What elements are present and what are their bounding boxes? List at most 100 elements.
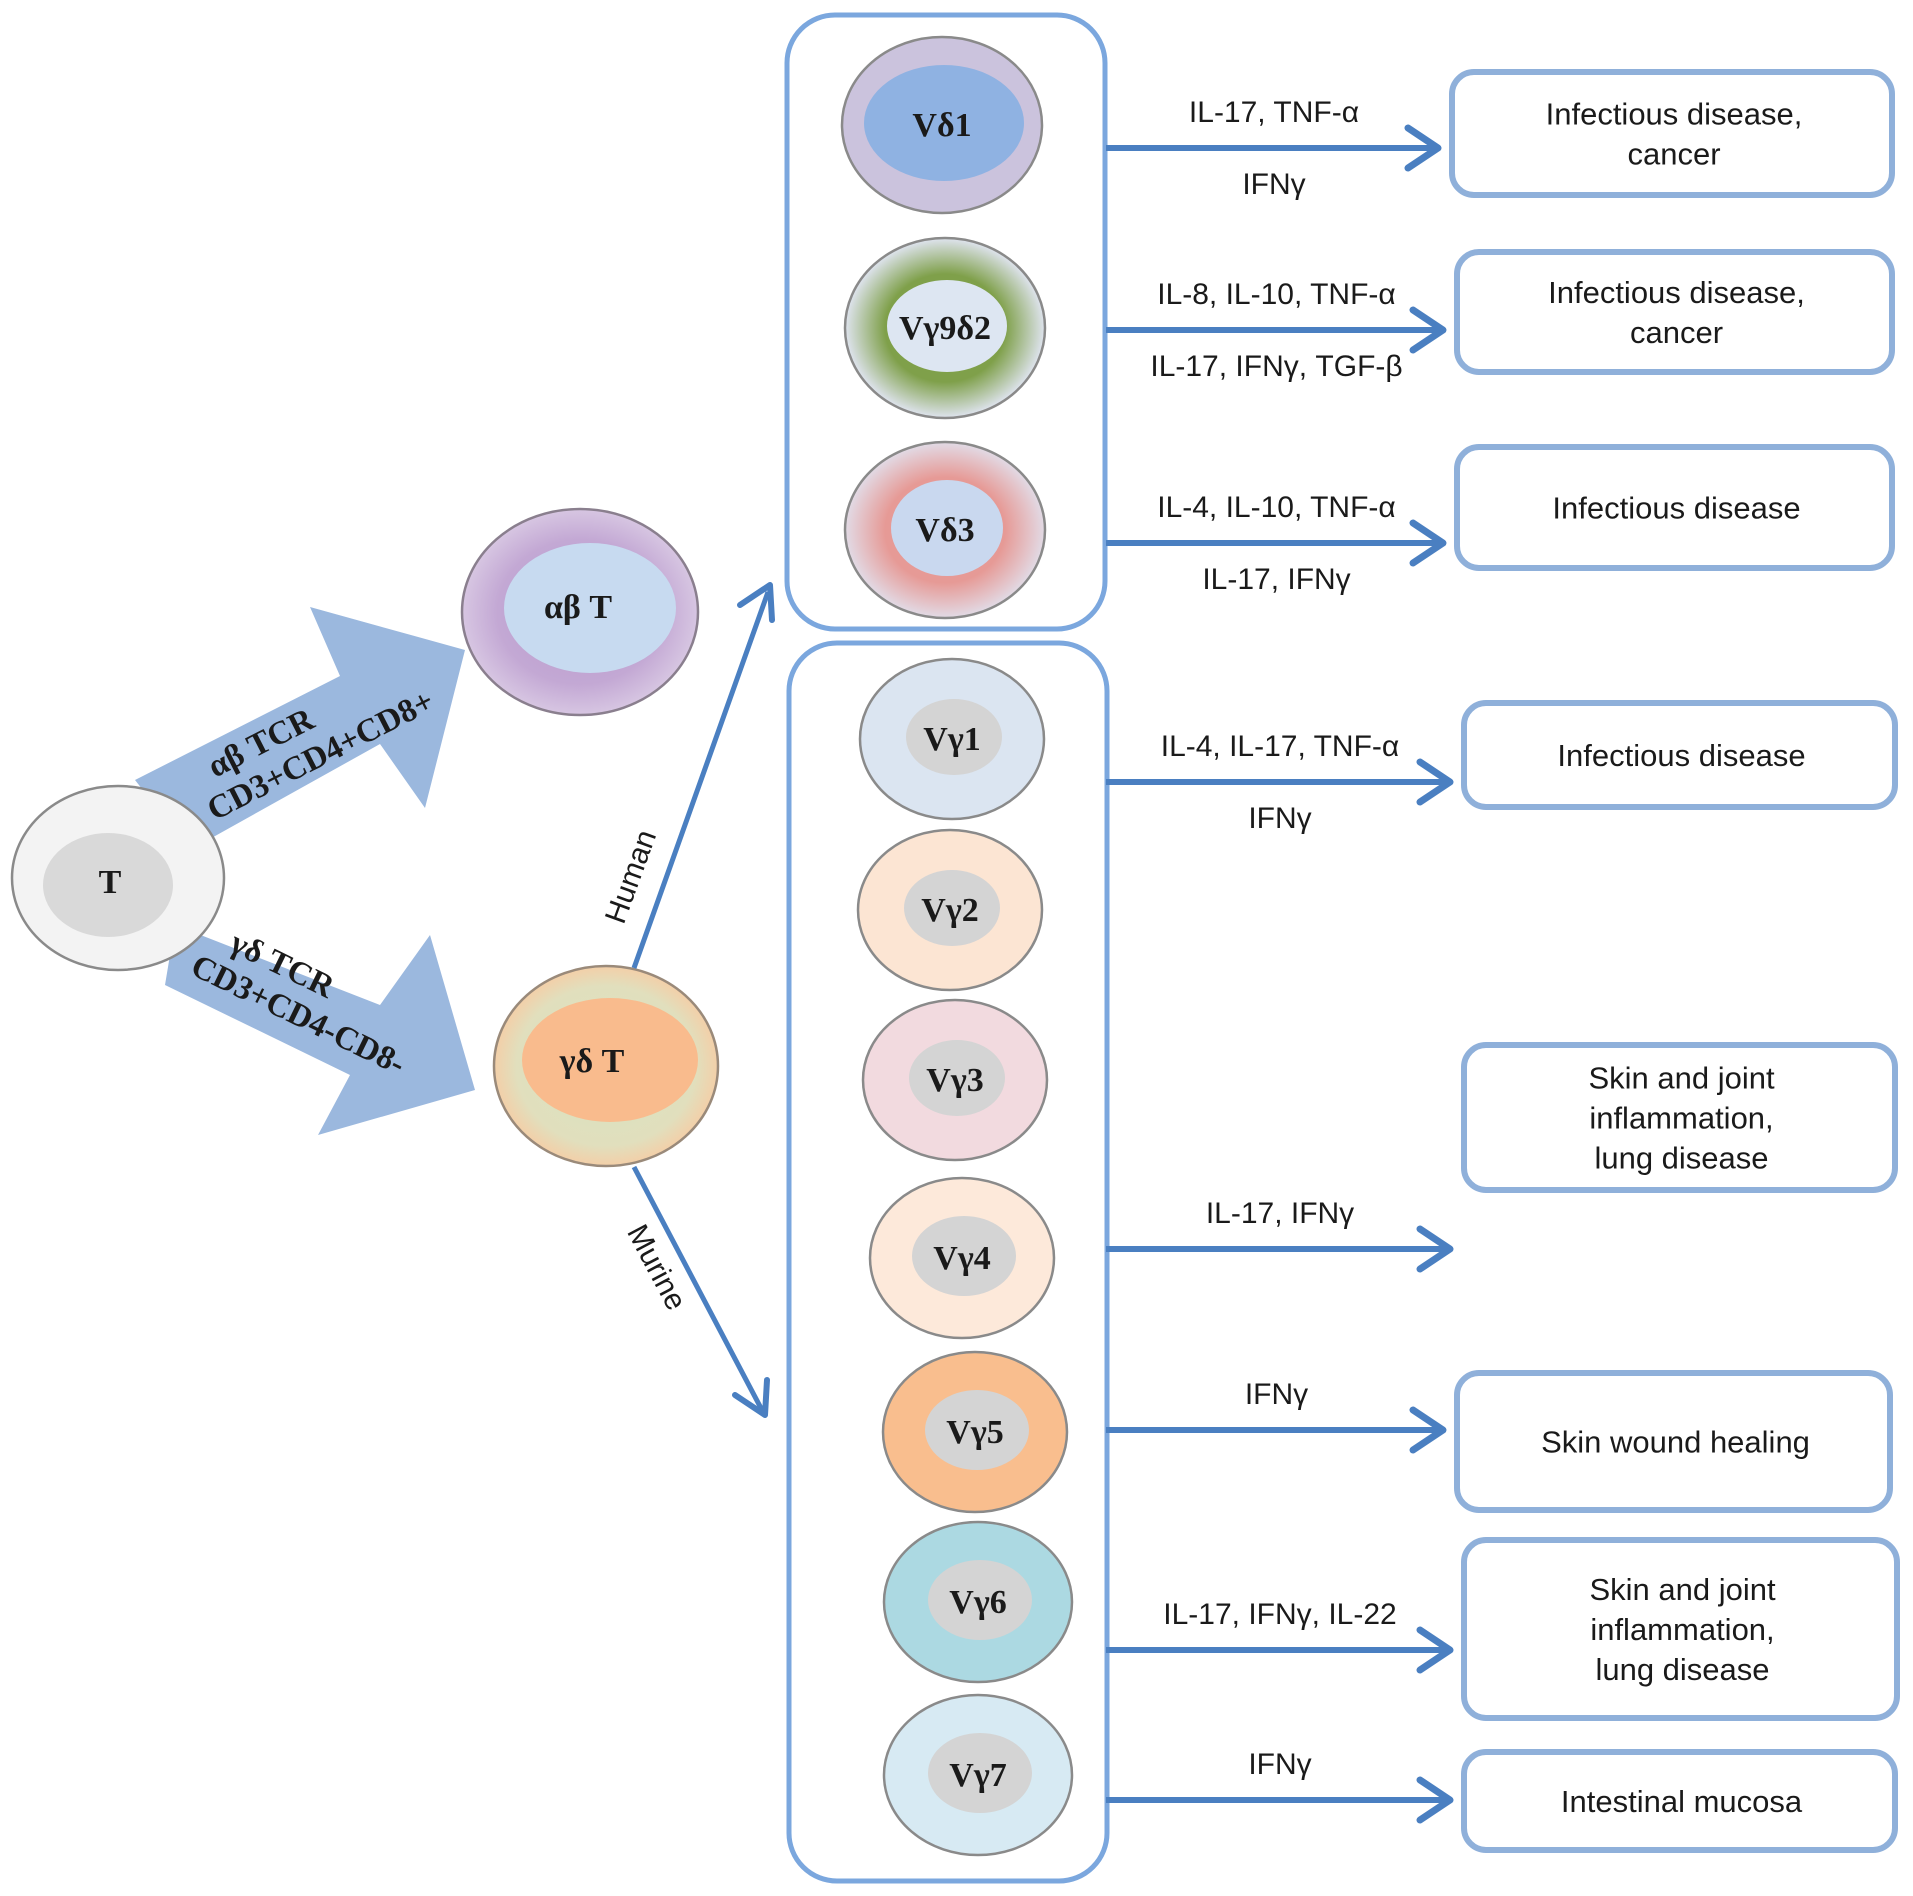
ab-t-cell: αβ T: [460, 507, 700, 717]
cytokine-arrow: [1106, 1776, 1454, 1824]
subset-cell-label: Vγ7: [949, 1757, 1006, 1794]
subset-cell-label: Vγ4: [933, 1240, 990, 1277]
cell-nucleus: [887, 280, 1007, 372]
subset-cell: Vδ1: [840, 35, 1044, 215]
outcome-box: Infectious disease: [1461, 700, 1898, 810]
arrowhead-icon: [1416, 1776, 1454, 1824]
gd-branch-arrow: [165, 925, 475, 1135]
cytokines-below: IL-17, IFNγ, TGF-β: [1150, 350, 1402, 383]
arrowhead-icon: [1416, 1626, 1454, 1674]
arrowhead-icon: [1416, 758, 1454, 806]
cell-nucleus: [925, 1390, 1029, 1470]
murine-subset: Vγ3: [861, 998, 1049, 1162]
outcome-text: Infectious disease,: [1548, 275, 1805, 310]
cell-nucleus: [928, 1733, 1032, 1813]
outcome-text: lung disease: [1594, 1141, 1768, 1176]
subset-cell: Vγ6: [882, 1520, 1074, 1684]
subset-cell-label: Vγ9δ2: [899, 310, 991, 347]
root-t-cell: T: [10, 784, 226, 972]
cytokine-arrow: [1106, 519, 1447, 567]
murine-subset: Vγ4 IL-17, IFNγ Skin and joint inflammation…: [868, 1042, 1898, 1340]
cytokine-arrow: [1106, 124, 1442, 172]
cytokines-above: IL-17, TNF-α: [1189, 96, 1359, 129]
cytokines-below: IFNγ: [1242, 168, 1305, 201]
murine-subset: Vγ2: [856, 828, 1044, 992]
cytokines-above: IL-8, IL-10, TNF-α: [1157, 278, 1396, 311]
outcome-text: Infectious disease,: [1546, 97, 1803, 132]
outcome-box: Infectious disease: [1454, 444, 1895, 571]
cytokine-arrow: [1106, 1225, 1454, 1273]
subset-cell-label: Vγ2: [921, 892, 978, 929]
cytokines-above: IFNγ: [1245, 1378, 1308, 1411]
outcome-text: lung disease: [1595, 1652, 1769, 1687]
subset-cell: Vγ5: [881, 1350, 1069, 1514]
outcome-text: Infectious disease: [1557, 738, 1805, 773]
subset-cell: Vγ7: [882, 1693, 1074, 1857]
gd-cell-label: γδ T: [559, 1043, 625, 1080]
human-subset: Vγ9δ2 IL-8, IL-10, TNF-αIL-17, IFNγ, TGF-…: [843, 236, 1895, 420]
outcome-box: Skin and joint inflammation, lung disease: [1461, 1042, 1898, 1193]
cytokines-above: IL-17, IFNγ, IL-22: [1163, 1598, 1396, 1631]
cell-nucleus: [904, 870, 1000, 946]
murine-label: Murine: [620, 1219, 692, 1315]
outcome-box: Infectious disease,cancer: [1454, 249, 1895, 375]
cytokine-arrow: [1106, 1406, 1447, 1454]
cytokines-above: IL-4, IL-17, TNF-α: [1161, 730, 1400, 763]
cell-nucleus: [906, 699, 1002, 775]
subset-cell: Vγ9δ2: [843, 236, 1047, 420]
subset-cell-label: Vγ1: [923, 721, 980, 758]
cytokines-above: IFNγ: [1248, 1748, 1311, 1781]
murine-subsets-group: [786, 640, 1110, 1884]
arrowhead-icon: [1409, 519, 1447, 567]
outcome-text: cancer: [1627, 137, 1720, 172]
cytokines-below: IFNγ: [1248, 802, 1311, 835]
cytokines-below: IL-17, IFNγ: [1202, 563, 1350, 596]
arrowhead-icon: [1416, 1225, 1454, 1273]
outcome-text: Infectious disease: [1552, 491, 1800, 526]
outcome-box: Intestinal mucosa: [1461, 1749, 1898, 1853]
outcome-text: inflammation,: [1589, 1101, 1773, 1136]
arrowhead-icon: [1409, 1406, 1447, 1454]
cell-nucleus: [928, 1560, 1032, 1640]
cytokines-above: IL-4, IL-10, TNF-α: [1157, 491, 1396, 524]
cytokine-arrow: [1106, 306, 1447, 354]
arrowhead-icon: [1404, 124, 1442, 172]
subset-cell: Vγ2: [856, 828, 1044, 992]
root-cell-label: T: [99, 864, 122, 901]
ab-branch-arrow: [135, 607, 465, 850]
murine-arrow: [631, 1165, 770, 1418]
subset-cell: Vδ3: [843, 440, 1047, 620]
ab-cell-label: αβ T: [544, 589, 612, 626]
cell-nucleus: [909, 1040, 1005, 1116]
cell-nucleus: [864, 65, 1024, 181]
subset-cell: Vγ4: [868, 1176, 1056, 1340]
subset-cell: Vγ3: [861, 998, 1049, 1162]
arrowhead-icon: [1409, 306, 1447, 354]
subset-cell: Vγ1: [858, 657, 1046, 821]
murine-subset: Vγ6 IL-17, IFNγ, IL-22 Skin and jointinfla…: [882, 1520, 1900, 1721]
cytokines-above: IL-17, IFNγ: [1206, 1197, 1354, 1230]
subset-cell-label: Vδ3: [915, 512, 974, 549]
subset-cell-label: Vδ1: [912, 107, 971, 144]
cell-nucleus: [891, 480, 1003, 576]
outcome-box: Skin wound healing: [1454, 1370, 1893, 1513]
outcome-box: Infectious disease, cancer: [1449, 69, 1895, 198]
outcome-text: Skin wound healing: [1541, 1425, 1810, 1460]
cytokine-arrow: [1106, 1626, 1454, 1674]
human-arrow: [631, 582, 775, 969]
outcome-text: Intestinal mucosa: [1561, 1784, 1803, 1819]
outcome-text: Skin and joint: [1588, 1061, 1775, 1096]
human-subset: Vδ3 IL-4, IL-10, TNF-αIL-17, IFNγ Infectio…: [843, 440, 1895, 620]
subset-cell-label: Vγ3: [926, 1062, 983, 1099]
cell-nucleus: [912, 1216, 1016, 1296]
outcome-text: Skin and joint: [1589, 1572, 1776, 1607]
subset-cell-label: Vγ5: [946, 1414, 1003, 1451]
subset-cell-label: Vγ6: [949, 1584, 1006, 1621]
human-subsets-group: [784, 12, 1108, 632]
